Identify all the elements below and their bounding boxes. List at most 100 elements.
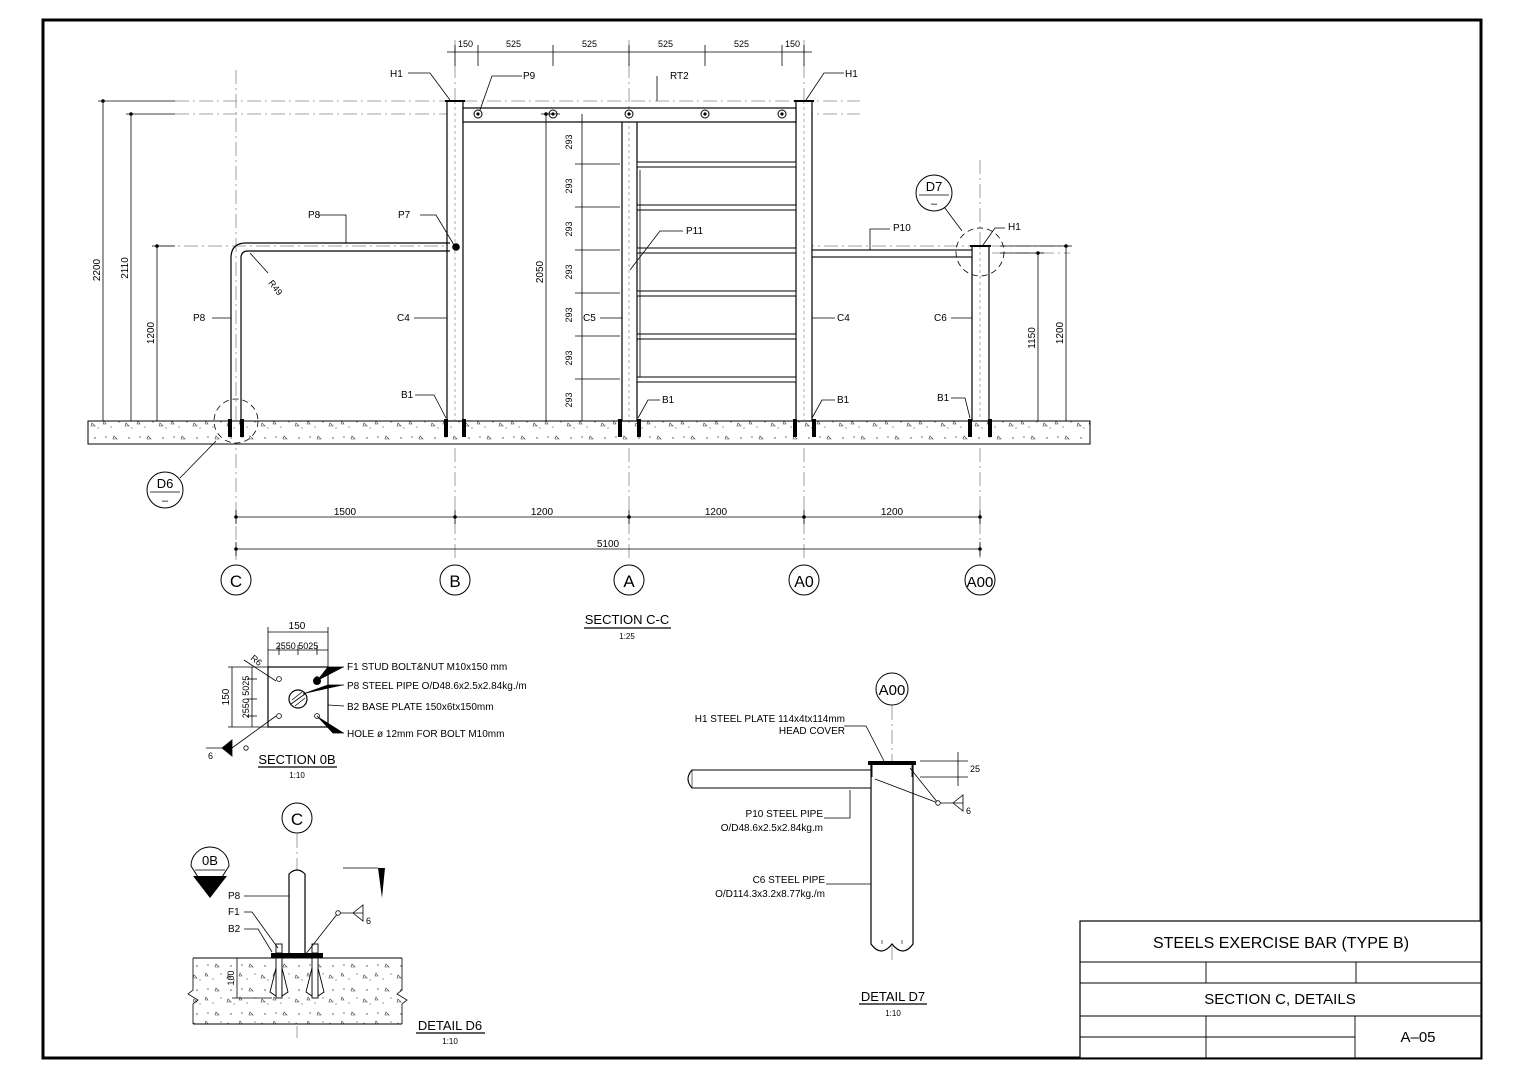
d6-label-f1: F1: [228, 907, 240, 918]
label-c4-left: C4: [397, 313, 410, 324]
label-rt2: RT2: [670, 71, 689, 82]
label-b1-a: B1: [401, 390, 414, 401]
label-h1-left: H1: [390, 69, 403, 80]
section-cc: H1 H1 H1 P9 RT2 P8 P7 P11 P10 P8 C4 C5 C…: [87, 39, 1091, 641]
d6-label-b2: B2: [228, 924, 241, 935]
dim-bottom-2: 1200: [705, 507, 728, 518]
dim-bottom-1: 1200: [531, 507, 554, 518]
dim-2110: 2110: [120, 257, 131, 279]
detail-d7: A00 H1 STEEL PLATE 114x4tx114mm HEAD COV…: [687, 672, 980, 1018]
d7-grid-label: A00: [879, 682, 906, 699]
grid-label-b: B: [449, 572, 460, 591]
section-cc-scale: 1:25: [619, 632, 635, 641]
note-hole: HOLE ø 12mm FOR BOLT M10mm: [347, 729, 504, 740]
dim-total: 5100: [597, 539, 620, 550]
detail-tag-d7: [915, 174, 953, 212]
title-block-title: STEELS EXERCISE BAR (TYPE B): [1153, 935, 1409, 952]
dim-rung-4: 293: [564, 307, 574, 322]
detail-d6-scale: 1:10: [442, 1037, 458, 1046]
detail-tag-d6: [146, 471, 184, 509]
label-p9: P9: [523, 71, 536, 82]
dim-top-0: 150: [458, 39, 473, 49]
dim-rung-5: 293: [564, 350, 574, 365]
d7-note-c6-line2: O/D114.3x3.2x8.77kg./m: [715, 889, 825, 900]
section-0b: 150 2550 5025 150 2550 5025 R6 F1 STUD B…: [206, 621, 527, 780]
dim-top-2: 525: [582, 39, 597, 49]
label-p7: P7: [398, 210, 411, 221]
d7-note-p10-line1: P10 STEEL PIPE: [746, 809, 824, 820]
dim-1200-left: 1200: [146, 321, 157, 344]
detail-d7-title: DETAIL D7: [861, 989, 925, 1004]
dim-top-5: 150: [785, 39, 800, 49]
d7-pipe-p10: [687, 769, 872, 789]
ground-slab: [87, 420, 1091, 445]
d6-dim: 100: [226, 970, 236, 985]
d7-pipe-c6: [870, 763, 914, 952]
tag-d6-sheet: –: [162, 495, 169, 507]
base-bolts: [228, 419, 992, 437]
detail-d6: C 0B P8 F1 B2 100 6 DETAIL D6 1:10: [187, 802, 485, 1046]
dim-radius: R49: [266, 278, 284, 297]
post-a-c5: [621, 113, 638, 422]
d6-grid-bubble: [281, 802, 313, 834]
grid-label-a: A: [623, 572, 635, 591]
d6-tag-0b: 0B: [202, 853, 218, 868]
d6-base-plate: [271, 953, 323, 958]
detail-d7-scale: 1:10: [885, 1009, 901, 1018]
dim-top-4: 525: [734, 39, 749, 49]
dim-rung-1: 293: [564, 178, 574, 193]
dim-0b-radius: R6: [249, 653, 264, 668]
label-p8-top: P8: [308, 210, 321, 221]
dim-0b-width: 150: [289, 621, 306, 632]
d7-note-h1-line1: H1 STEEL PLATE 114x4tx114mm: [695, 714, 845, 725]
d6-weld: 6: [366, 916, 371, 926]
label-b1-b: B1: [662, 395, 675, 406]
label-c5: C5: [583, 313, 596, 324]
dim-rung-6: 293: [564, 392, 574, 407]
section-0b-scale: 1:10: [289, 771, 305, 780]
note-f1: F1 STUD BOLT&NUT M10x150 mm: [347, 662, 507, 673]
horizontal-pipe-p10: [811, 249, 973, 258]
title-block-subtitle: SECTION C, DETAILS: [1204, 991, 1355, 1008]
label-b1-d: B1: [937, 393, 950, 404]
sheet-border: [41, 18, 1483, 1060]
bent-pipe-p8: [230, 242, 450, 421]
dim-2200: 2200: [92, 258, 103, 281]
dim-rung-2: 293: [564, 221, 574, 236]
d7-note-c6-line1: C6 STEEL PIPE: [753, 875, 826, 886]
section-cc-title: SECTION C-C: [585, 612, 670, 627]
dim-top-1: 525: [506, 39, 521, 49]
weld-0b: 6: [208, 751, 213, 761]
label-h1-right: H1: [845, 69, 858, 80]
note-p8: P8 STEEL PIPE O/D48.6x2.5x2.84kg./m: [347, 681, 527, 692]
label-p8-side: P8: [193, 313, 206, 324]
grid-bubble-b: [439, 564, 471, 596]
d7-dim: 25: [970, 764, 980, 774]
dim-rung-0: 293: [564, 134, 574, 149]
label-b1-c: B1: [837, 395, 850, 406]
grid-bubble-a: [613, 564, 645, 596]
title-block-sheet: A–05: [1400, 1029, 1435, 1046]
d6-grid-label: C: [291, 810, 303, 829]
grid-label-c: C: [230, 572, 242, 591]
d7-head-cover-h1: [868, 761, 916, 765]
d7-grid-bubble: [875, 672, 909, 706]
dim-1200-right: 1200: [1055, 321, 1066, 344]
note-b2: B2 BASE PLATE 150x6tx150mm: [347, 702, 494, 713]
grid-label-a00: A00: [967, 574, 994, 591]
post-a00-c6: [971, 245, 990, 422]
ladder-rungs-p11: [636, 161, 797, 383]
label-c4-right: C4: [837, 313, 850, 324]
grid-bubble-c: [220, 564, 252, 596]
dim-rung-3: 293: [564, 264, 574, 279]
section-0b-title: SECTION 0B: [258, 752, 335, 767]
d7-note-p10-line2: O/D48.6x2.5x2.84kg.m: [721, 823, 823, 834]
label-p10: P10: [893, 223, 911, 234]
tag-d7-sheet: –: [931, 198, 938, 210]
dim-bottom-0: 1500: [334, 507, 357, 518]
label-h1-far: H1: [1008, 222, 1021, 233]
d6-label-p8: P8: [228, 891, 241, 902]
grid-bubble-a00: [964, 564, 996, 596]
dim-0b-sub-v: 2550 5025: [241, 676, 251, 719]
